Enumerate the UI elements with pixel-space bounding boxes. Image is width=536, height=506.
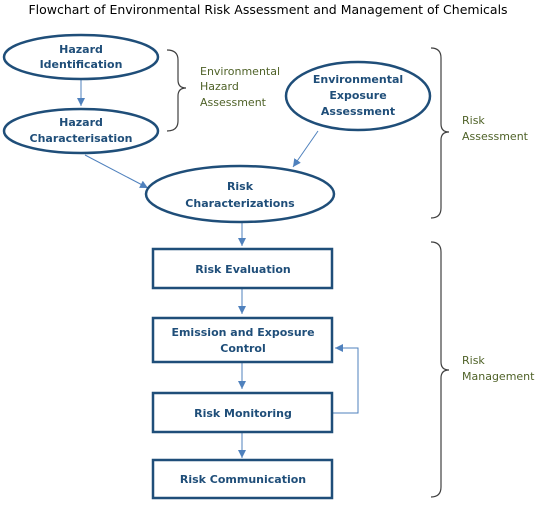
node-label-line: Risk Communication: [180, 473, 306, 486]
node-risk-characterizations: Risk Characterizations: [144, 164, 336, 224]
node-environmental-exposure-assessment: Environmental Exposure Assessment: [284, 60, 432, 132]
group-label-risk-management: Risk Management: [462, 354, 535, 383]
node-risk-monitoring: Risk Monitoring: [151, 391, 334, 434]
group-label-line: Assessment: [462, 130, 529, 143]
group-label-line: Risk: [462, 354, 485, 367]
node-label-line: Hazard: [59, 43, 103, 56]
node-label-line: Characterizations: [185, 197, 295, 210]
node-label-line: Environmental: [313, 73, 403, 86]
group-label-line: Risk: [462, 114, 485, 127]
arrow-characterisation-to-risk-char: [84, 154, 149, 189]
node-label-line: Risk Evaluation: [195, 263, 290, 276]
arrow-monitoring-feedback-to-control: [332, 344, 359, 414]
node-label-line: Control: [220, 342, 265, 355]
group-label-environmental-hazard-assessment: Environmental Hazard Assessment: [200, 65, 280, 109]
node-hazard-identification: Hazard Identification: [2, 33, 160, 81]
group-label-line: Hazard: [200, 80, 239, 93]
group-label-line: Management: [462, 370, 535, 383]
node-hazard-characterisation: Hazard Characterisation: [2, 107, 160, 155]
node-label-line: Risk: [227, 180, 254, 193]
arrow-exposure-to-risk-char: [292, 130, 319, 168]
node-label-line: Assessment: [321, 105, 395, 118]
node-risk-evaluation: Risk Evaluation: [151, 247, 334, 290]
connectors: [77, 79, 359, 458]
node-label-line: Risk Monitoring: [194, 407, 292, 420]
bracket-environmental-hazard-assessment: [166, 49, 187, 132]
node-risk-communication: Risk Communication: [151, 458, 334, 500]
node-label-line: Exposure: [329, 89, 386, 102]
bracket-risk-management: [430, 241, 450, 498]
group-label-line: Assessment: [200, 96, 267, 109]
node-label-line: Characterisation: [30, 132, 133, 145]
node-label-line: Identification: [40, 58, 123, 71]
brackets: [166, 47, 450, 498]
node-emission-exposure-control: Emission and Exposure Control: [151, 316, 334, 364]
group-label-line: Environmental: [200, 65, 280, 78]
node-label-line: Emission and Exposure: [171, 326, 314, 339]
chart-title: Flowchart of Environmental Risk Assessme…: [28, 2, 507, 17]
group-label-risk-assessment: Risk Assessment: [462, 114, 529, 143]
bracket-risk-assessment: [430, 47, 450, 219]
node-label-line: Hazard: [59, 116, 103, 129]
